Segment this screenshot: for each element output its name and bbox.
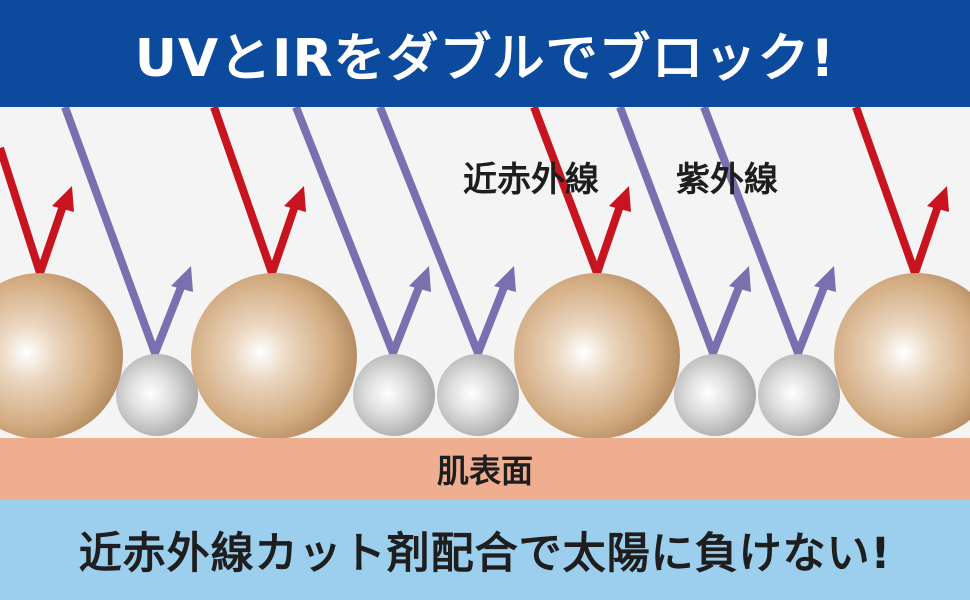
ultraviolet-ray	[616, 107, 751, 357]
ultraviolet-ray	[376, 107, 516, 357]
large-particle	[0, 273, 123, 439]
small-particle	[437, 354, 519, 436]
skin-surface-band: 肌表面	[0, 438, 970, 500]
ultraviolet-label: 紫外線	[676, 160, 778, 200]
large-particle	[514, 273, 680, 439]
ultraviolet-ray	[292, 107, 431, 357]
near-infrared-ray	[0, 146, 74, 277]
footer-banner: 近赤外線カット剤配合で太陽に負けない!	[0, 500, 970, 600]
header-title: UVとIRをダブルでブロック!	[134, 29, 836, 89]
small-particle	[674, 354, 756, 436]
small-particle	[758, 354, 840, 436]
near-infrared-label: 近赤外線	[463, 160, 599, 200]
ultraviolet-ray	[700, 107, 836, 357]
small-particle	[116, 354, 198, 436]
large-particle	[834, 273, 970, 439]
large-particle	[191, 273, 357, 439]
near-infrared-ray	[852, 107, 949, 277]
footer-tagline: 近赤外線カット剤配合で太陽に負けない!	[78, 529, 892, 579]
skin-surface-label: 肌表面	[436, 452, 533, 490]
small-particle	[353, 354, 435, 436]
near-infrared-ray	[210, 107, 306, 277]
header-banner: UVとIRをダブルでブロック!	[0, 0, 970, 107]
reflection-diagram	[0, 107, 970, 505]
diagram-canvas	[0, 107, 970, 439]
ultraviolet-ray	[61, 107, 193, 357]
